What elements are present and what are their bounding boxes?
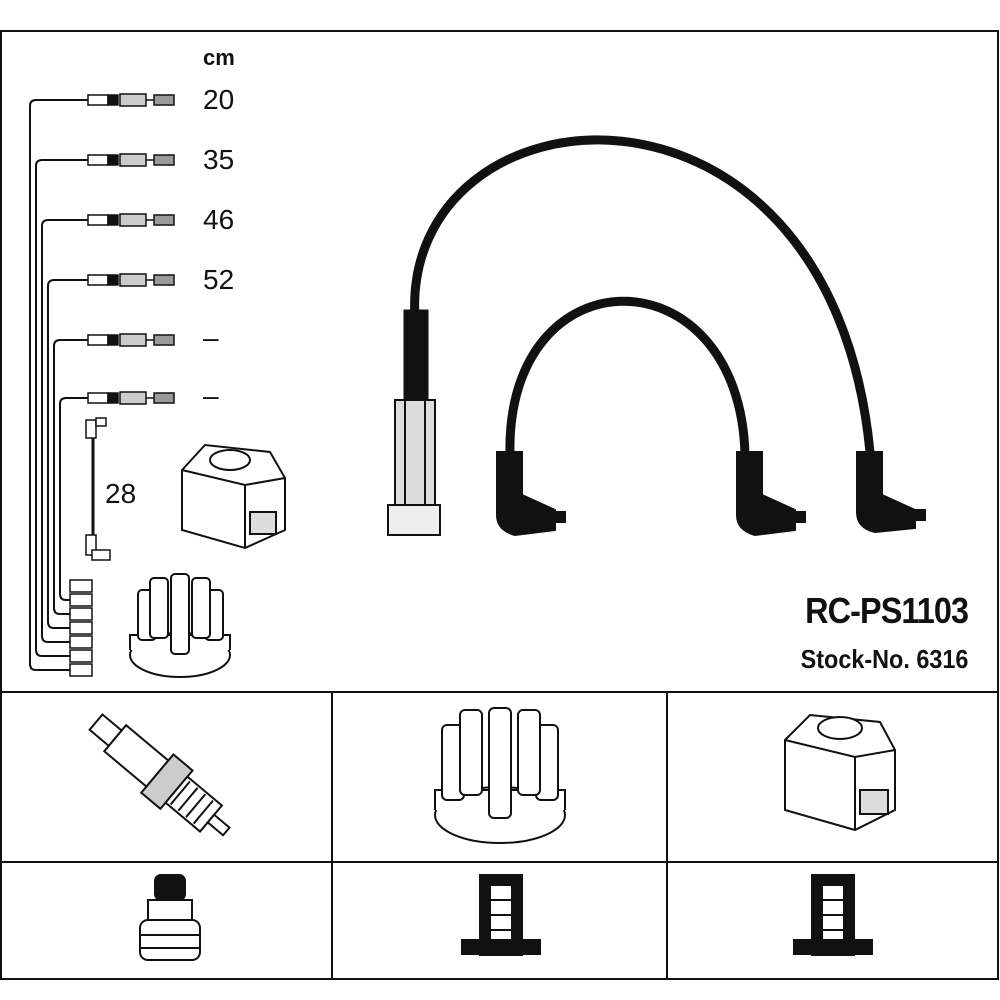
- spark-plug-boot-angled: [496, 451, 926, 537]
- cable-length-2: 35: [203, 144, 235, 175]
- spark-plug-icon: [88, 713, 231, 837]
- spark-plug-boot-straight: [387, 399, 441, 536]
- coil-cable-length: 28: [105, 478, 137, 509]
- distributor-terminal-icon: [461, 874, 541, 956]
- cable-length-5: –: [203, 322, 219, 353]
- cable-length-4: 52: [203, 264, 235, 295]
- ignition-coil-icon: [784, 713, 896, 832]
- cable-length-3: 46: [203, 204, 235, 235]
- cable-length-1: 20: [203, 84, 235, 115]
- distributor-cap-icon: [434, 707, 566, 844]
- stock-number: Stock-No. 6316: [800, 644, 968, 674]
- distributor-cap-icon-small: [129, 573, 231, 678]
- coil-lead: [85, 417, 111, 561]
- unit-label: cm: [203, 45, 235, 70]
- spark-plug-terminal-icon: [139, 874, 201, 961]
- frame: [0, 30, 999, 980]
- cable-set-schematic: [29, 93, 286, 678]
- cable-length-6: –: [203, 380, 219, 411]
- coil-icon-small: [181, 443, 286, 550]
- part-number: RC-PS1103: [805, 590, 969, 631]
- ignition-cables: [387, 135, 926, 537]
- coil-terminal-icon: [793, 874, 873, 956]
